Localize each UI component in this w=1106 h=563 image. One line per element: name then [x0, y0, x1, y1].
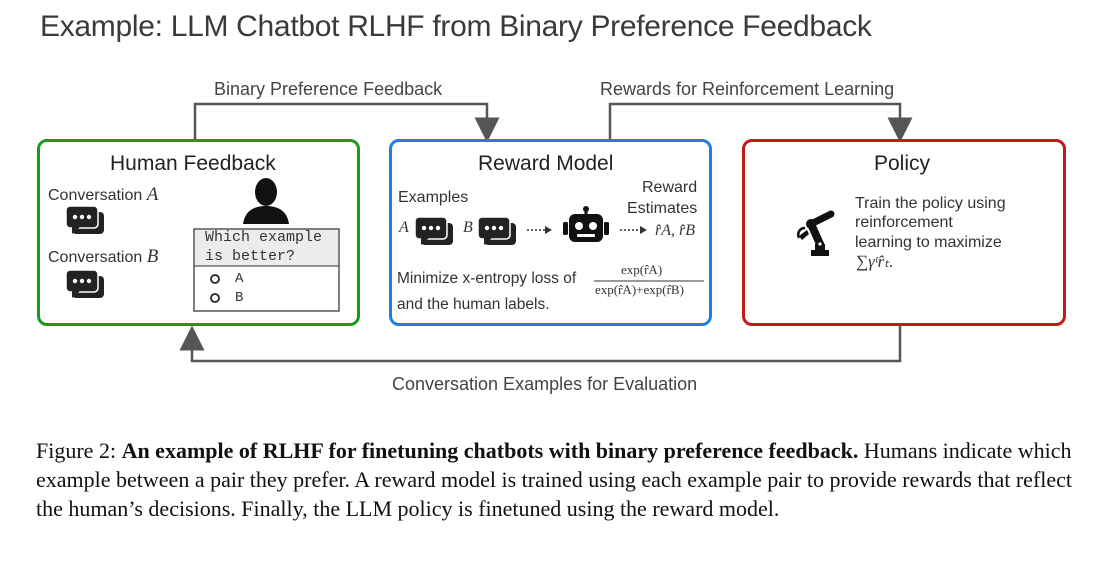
option-b[interactable]: B [235, 290, 244, 306]
reward-model-box [389, 139, 712, 326]
loss-line1: Minimize x-entropy loss of [397, 270, 577, 287]
policy-line2: reinforcement [855, 214, 953, 231]
question-card [193, 228, 340, 312]
chat-bubble-icon [477, 216, 516, 245]
policy-line1: Train the policy using [855, 195, 1006, 212]
radio-icon [210, 293, 220, 303]
label-binary-feedback: Binary Preference Feedback [214, 79, 443, 99]
question-line1: Which example [205, 229, 323, 246]
conversation-b-label: Conversation B [48, 246, 159, 267]
robot-head-icon [563, 206, 609, 242]
policy-line3: learning to maximize [855, 234, 1002, 251]
arrow-rewards-rl [608, 102, 913, 143]
option-a[interactable]: A [235, 271, 244, 287]
radio-icon [210, 274, 220, 284]
robot-arm-icon [797, 210, 835, 256]
chat-bubble-icon [65, 205, 104, 234]
caption-prefix: Figure 2: [36, 438, 122, 463]
example-a-var: A [399, 219, 409, 236]
fraction-denominator: exp(r̂A)+exp(r̂B) [595, 282, 684, 297]
policy-title: Policy [874, 152, 931, 175]
examples-label: Examples [398, 189, 469, 206]
arrow-binary-feedback [193, 102, 500, 143]
caption-bold: An example of RLHF for finetuning chatbo… [121, 438, 859, 463]
conversation-a-label: Conversation A [48, 184, 159, 205]
policy-objective-math: ∑γᵗr̂ₜ. [856, 252, 894, 271]
chat-bubble-icon [414, 216, 453, 245]
policy-box [742, 139, 1066, 326]
reward-estimates-line2: Estimates [627, 200, 698, 217]
person-icon [243, 178, 289, 224]
fraction-numerator: exp(r̂A) [621, 262, 663, 277]
label-conversation-eval: Conversation Examples for Evaluation [392, 374, 698, 394]
figure-title: Example: LLM Chatbot RLHF from Binary Pr… [40, 10, 872, 43]
chat-bubble-icon [65, 269, 104, 298]
loss-line2: and the human labels. [397, 296, 550, 313]
reward-model-title: Reward Model [478, 152, 614, 175]
human-feedback-title: Human Feedback [110, 152, 276, 175]
reward-estimates-line1: Reward [642, 179, 698, 196]
question-line2: is better? [205, 248, 296, 265]
human-feedback-box [37, 139, 360, 326]
example-b-var: B [463, 219, 473, 236]
label-rewards-rl: Rewards for Reinforcement Learning [600, 79, 895, 99]
arrow-conversation-eval [179, 325, 902, 363]
caption-rest: Humans indicate which example between a … [36, 438, 1073, 521]
reward-estimates-math: r̂A, r̂B [655, 222, 695, 239]
figure-caption: Figure 2: An example of RLHF for finetun… [36, 436, 1076, 523]
